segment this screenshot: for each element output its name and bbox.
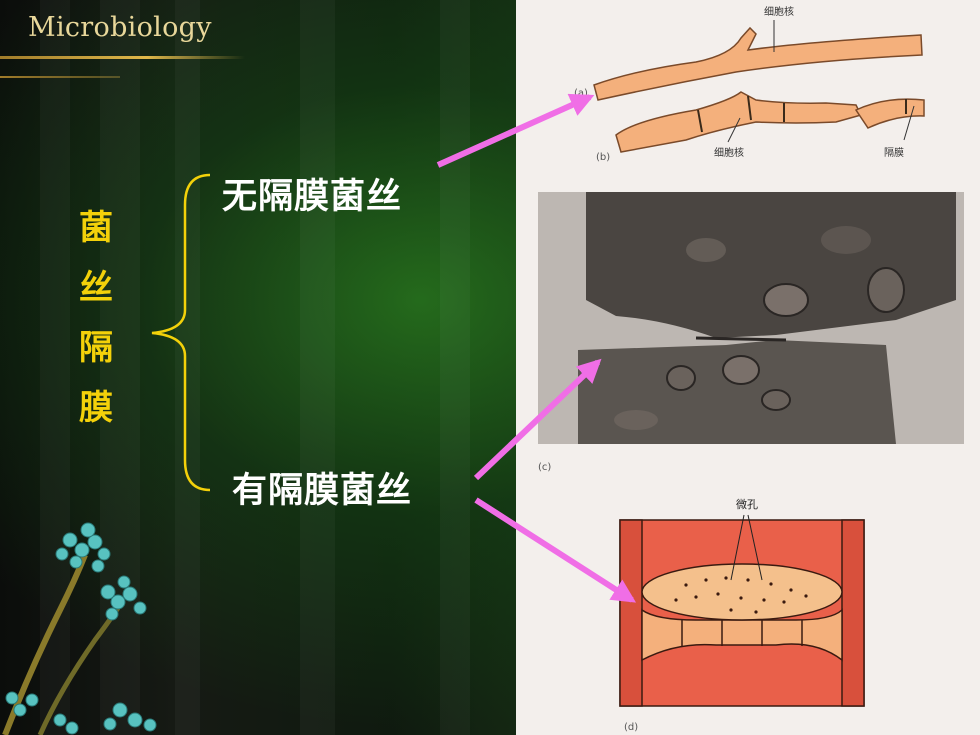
arrow-to-micrograph	[473, 358, 602, 481]
panel-a-label: (a)	[574, 88, 588, 99]
arrow-to-nonseptate-figure	[436, 93, 595, 168]
term-septate-hypha: 有隔膜菌丝	[232, 471, 413, 511]
topic-label: 菌丝隔膜	[79, 208, 113, 428]
septal-pore-diagram	[619, 514, 865, 707]
header-title: Microbiology	[28, 12, 212, 43]
nonseptate-hypha-shape	[593, 26, 923, 101]
label-septum: 隔膜	[884, 147, 904, 159]
mold-illustration	[2, 522, 157, 735]
figure-panel: 细胞核 (a) (b) 细胞核 隔膜	[516, 0, 980, 735]
electron-micrograph	[538, 192, 964, 444]
hyphae-figure: 细胞核 (a) (b) 细胞核 隔膜	[538, 5, 964, 733]
curly-brace-icon	[151, 173, 211, 492]
panel-c-label: (c)	[538, 462, 551, 473]
label-nucleus-top: 细胞核	[764, 5, 794, 18]
panel-b-label: (b)	[596, 152, 610, 163]
arrow-to-septal-pore	[474, 497, 637, 603]
header-rule-short	[0, 76, 120, 78]
term-nonseptate-hypha: 无隔膜菌丝	[222, 177, 403, 217]
label-micropore: 微孔	[736, 497, 758, 511]
label-nucleus-bottom: 细胞核	[714, 146, 744, 159]
header-rule	[0, 56, 245, 59]
panel-d-label: (d)	[624, 722, 638, 733]
